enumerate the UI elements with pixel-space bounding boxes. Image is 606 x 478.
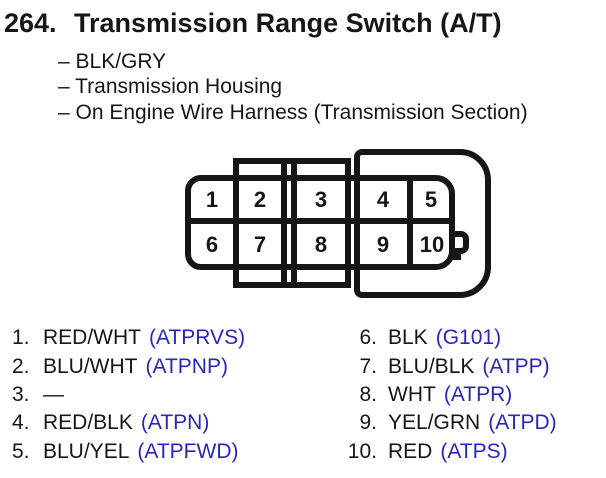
pin-list-number: 9.: [359, 411, 377, 435]
signal-code: (ATPD): [488, 411, 557, 435]
signal-code: (ATPNP): [145, 354, 228, 378]
pin-number: 4: [377, 187, 390, 212]
signal-code: (ATPFWD): [137, 439, 239, 463]
pin-list-item: 9. YEL/GRN (ATPD): [344, 409, 557, 437]
pin-list-number: 1.: [12, 326, 30, 350]
signal-code: (ATPN): [140, 411, 210, 435]
wire-color: WHT: [388, 382, 436, 406]
pin-list-item: 1. RED/WHT (ATPRVS): [12, 324, 245, 352]
pin-number: 7: [254, 232, 266, 257]
signal-code: (ATPRVS): [149, 326, 246, 350]
pin-list-number: 2.: [12, 354, 30, 378]
detail-line: – Transmission Housing: [58, 75, 283, 99]
pin-number: 3: [315, 187, 327, 212]
pin-list-item: 6. BLK (G101): [344, 324, 557, 352]
pin-list-left: 1. RED/WHT (ATPRVS) 2. BLU/WHT (ATPNP) 3…: [12, 324, 245, 466]
pin-list-number: 4.: [12, 411, 30, 435]
pin-list-number: 10.: [347, 439, 377, 463]
item-number: 264.: [4, 8, 57, 38]
pin-number: 1: [206, 187, 218, 212]
signal-code: (ATPS): [440, 439, 508, 463]
pin-number: 9: [377, 232, 389, 257]
pin-list-item: 8. WHT (ATPR): [344, 381, 557, 409]
wire-color: YEL/GRN: [388, 411, 481, 435]
wire-color: RED/WHT: [43, 326, 141, 350]
signal-code: (ATPR): [443, 382, 513, 406]
wire-color: RED: [388, 439, 433, 463]
signal-code: (G101): [435, 326, 502, 350]
wire-color: BLU/BLK: [388, 354, 475, 378]
item-title: Transmission Range Switch (A/T): [74, 8, 502, 38]
pin-list-number: 5.: [12, 439, 30, 463]
wire-color: —: [43, 382, 64, 406]
wire-color: RED/BLK: [43, 411, 133, 435]
pin-list-right: 6. BLK (G101) 7. BLU/BLK (ATPP) 8. WHT (…: [344, 324, 557, 466]
pin-number: 6: [206, 232, 218, 257]
detail-line: – On Engine Wire Harness (Transmission S…: [58, 100, 528, 124]
detail-list: – BLK/GRY – Transmission Housing – On En…: [58, 49, 528, 125]
signal-code: (ATPP): [482, 354, 550, 378]
pin-number: 5: [425, 187, 437, 212]
detail-line: – BLK/GRY: [58, 50, 167, 73]
pin-list-number: 8.: [359, 382, 377, 406]
pin-number: 8: [315, 232, 327, 257]
pin-list-item: 10. RED (ATPS): [344, 437, 557, 465]
pin-list-item: 3. —: [12, 381, 245, 409]
pin-list-number: 7.: [359, 354, 377, 378]
pin-list-item: 7. BLU/BLK (ATPP): [344, 352, 557, 380]
pin-list-item: 2. BLU/WHT (ATPNP): [12, 352, 245, 380]
wire-color: BLU/YEL: [43, 439, 130, 463]
pin-list-number: 6.: [359, 326, 377, 350]
pin-number: 2: [254, 187, 266, 212]
page-title: 264. Transmission Range Switch (A/T): [0, 8, 606, 38]
pin-list-item: 5. BLU/YEL (ATPFWD): [12, 437, 245, 465]
connector-diagram: 1 2 3 4 5 6 7 8 9 10: [185, 149, 491, 298]
pin-number: 10: [420, 232, 444, 257]
wire-color: BLU/WHT: [43, 354, 138, 378]
pin-list-number: 3.: [12, 382, 30, 406]
pin-list-item: 4. RED/BLK (ATPN): [12, 409, 245, 437]
wire-color: BLK: [388, 326, 428, 350]
connector-keying-notch: [449, 231, 469, 260]
